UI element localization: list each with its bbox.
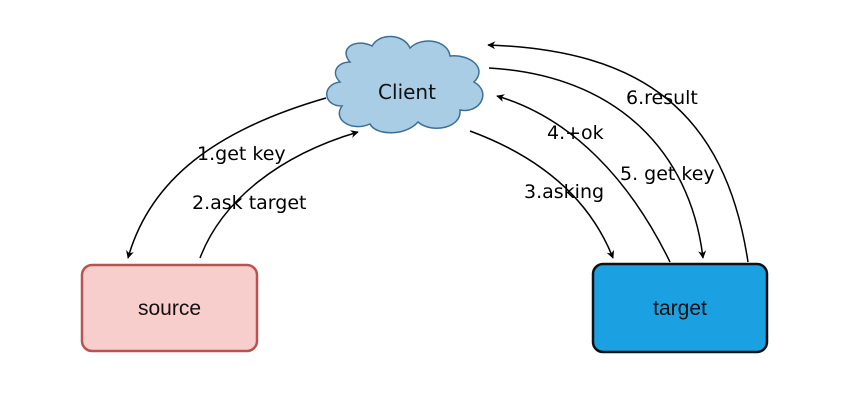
edge-asking: 3.asking — [469, 130, 615, 259]
source-label: source — [138, 297, 201, 320]
get-key-2-label: 5. get key — [620, 163, 715, 185]
asking-arrow — [469, 130, 615, 259]
target-label: target — [653, 297, 707, 320]
edge-get-key: 1.get key — [126, 97, 327, 259]
client-label: Client — [378, 80, 436, 104]
target-box — [591, 262, 769, 354]
edge-get-key-2: 5. get key — [488, 67, 715, 259]
edge-plus-ok: 4.+ok — [496, 94, 671, 263]
asking-label: 3.asking — [524, 181, 604, 203]
client-node: Client — [326, 35, 484, 134]
get-key-label: 1.get key — [197, 143, 286, 165]
get-key-arrow — [126, 97, 327, 259]
source-node: source — [80, 263, 259, 353]
plus-ok-arrow — [496, 94, 671, 263]
target-node: target — [591, 262, 769, 354]
result-arrow — [487, 41, 749, 263]
ask-target-arrow — [199, 130, 359, 259]
edge-result: 6.result — [487, 41, 749, 263]
source-box — [80, 263, 259, 353]
edge-ask-target: 2.ask target — [192, 130, 359, 259]
get-key-2-arrow — [488, 67, 707, 259]
plus-ok-label: 4.+ok — [547, 122, 604, 144]
client-cloud-shape — [326, 35, 484, 134]
result-label: 6.result — [626, 87, 698, 109]
ask-target-label: 2.ask target — [192, 192, 306, 214]
